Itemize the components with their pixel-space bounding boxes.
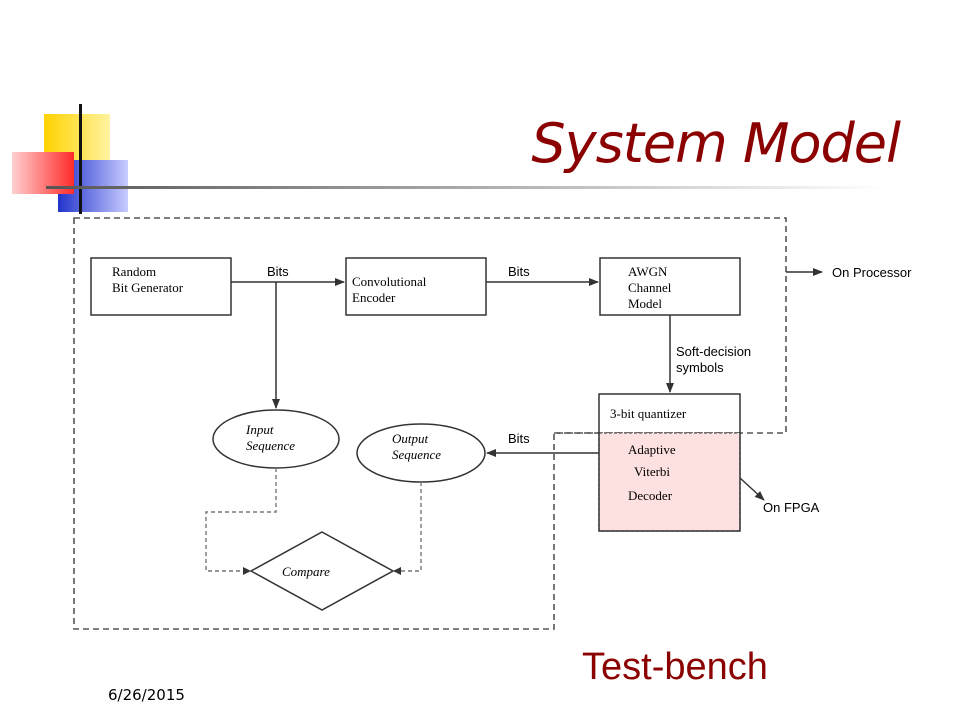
title-underline [46, 186, 886, 189]
quantizer-label: 3-bit quantizer [610, 406, 687, 421]
random-bit-generator-line2: Bit Generator [112, 280, 184, 295]
link-output-to-compare [393, 482, 422, 572]
random-bit-generator-block [90, 257, 232, 316]
output-sequence-line1: Output [392, 431, 429, 446]
awgn-line2: Channel [628, 280, 672, 295]
edge-label-soft-decision-2: symbols [676, 360, 724, 375]
link-input-to-compare [205, 468, 277, 572]
decoder-line3: Decoder [628, 488, 673, 503]
awgn-channel-block [599, 257, 741, 316]
processor-boundary [73, 217, 787, 630]
edge-label-soft-decision-1: Soft-decision [676, 344, 751, 359]
edge-label-bits-2: Bits [508, 264, 530, 279]
input-sequence-line2: Sequence [246, 438, 295, 453]
link-input-arrowhead [243, 567, 251, 575]
quantizer-decoder-block [598, 393, 741, 532]
slide-title: System Model [531, 112, 901, 175]
compare-diamond [249, 531, 395, 611]
test-bench-caption: Test-bench [582, 646, 768, 688]
on-fpga-label: On FPGA [763, 500, 820, 515]
compare-label: Compare [282, 564, 330, 579]
link-output-arrowhead [393, 567, 401, 575]
awgn-line1: AWGN [628, 264, 668, 279]
decoder-line1: Adaptive [628, 442, 676, 457]
edge-label-bits-1: Bits [267, 264, 289, 279]
arrow-on-fpga [739, 477, 765, 501]
on-processor-label: On Processor [832, 265, 912, 280]
input-sequence-line1: Input [245, 422, 274, 437]
output-sequence-line2: Sequence [392, 447, 441, 462]
decoder-line2: Viterbi [634, 464, 670, 479]
convolutional-encoder-line1: Convolutional [352, 274, 427, 289]
awgn-line3: Model [628, 296, 662, 311]
slide-date: 6/26/2015 [108, 686, 185, 704]
edge-label-bits-3: Bits [508, 431, 530, 446]
convolutional-encoder-block [345, 257, 487, 316]
logo-vertical-line [79, 104, 82, 214]
random-bit-generator-line1: Random [112, 264, 156, 279]
convolutional-encoder-line2: Encoder [352, 290, 396, 305]
